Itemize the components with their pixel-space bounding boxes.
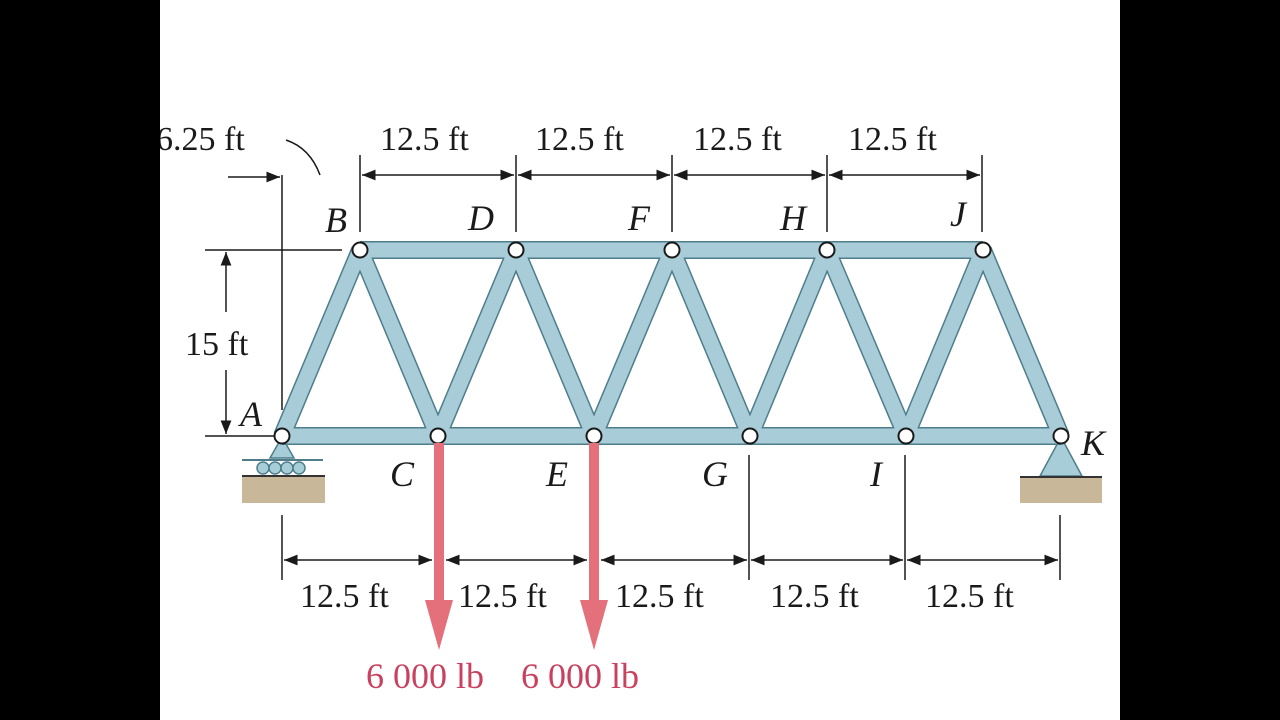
node-label-d: D [467,198,494,238]
joint-c [429,427,447,445]
node-label-b: B [325,200,347,240]
member-gh [743,247,834,439]
joint-d [507,241,525,259]
node-label-g: G [702,454,728,494]
top-dimension-label-3: 12.5 ft [693,121,782,158]
joint-i [897,427,915,445]
joint-k [1052,427,1070,445]
pin-support-k [1020,435,1102,503]
height-dimension-label: 15 ft [185,326,249,363]
load-arrow-e [580,443,608,650]
node-label-f: F [627,198,651,238]
node-label-j: J [950,194,968,234]
load-label-e: 6 000 lb [521,656,639,696]
member-ab [275,247,367,439]
node-label-a: A [238,394,263,434]
truss-diagram-canvas: A B C D E F G H I J K 6.25 ft 15 ft 12.5… [160,0,1120,720]
node-label-h: H [779,198,808,238]
bottom-dimension-lines [281,455,1061,580]
roller-support-a [242,435,325,503]
bottom-dimension-label-1: 12.5 ft [300,578,389,615]
load-arrow-c [425,443,453,650]
node-label-c: C [390,454,415,494]
truss-members [273,241,1070,445]
node-label-k: K [1080,423,1107,463]
joint-f [663,241,681,259]
offset-dimension-label: 6.25 ft [160,121,245,158]
joint-j [974,241,992,259]
bottom-dimension-label-4: 12.5 ft [770,578,859,615]
bottom-dimension-label-3: 12.5 ft [615,578,704,615]
top-dimension-label-1: 12.5 ft [380,121,469,158]
truss-diagram: A B C D E F G H I J K 6.25 ft 15 ft 12.5… [160,121,1107,696]
joint-g [741,427,759,445]
member-ef [587,247,679,439]
load-label-c: 6 000 lb [366,656,484,696]
joint-e [585,427,603,445]
member-hi [820,247,913,439]
member-fg [665,247,757,439]
bottom-dimension-label-5: 12.5 ft [925,578,1014,615]
member-cd [431,247,523,439]
joint-b [351,241,369,259]
member-jk [976,247,1068,439]
top-dimension-label-2: 12.5 ft [535,121,624,158]
bottom-dimension-label-2: 12.5 ft [458,578,547,615]
joint-a [273,427,291,445]
member-ij [899,247,990,439]
top-dimension-label-4: 12.5 ft [848,121,937,158]
joint-h [818,241,836,259]
node-label-i: I [869,454,884,494]
node-label-e: E [545,454,568,494]
member-de [509,247,601,439]
member-bc [353,247,445,439]
top-dimension-lines [205,139,983,437]
